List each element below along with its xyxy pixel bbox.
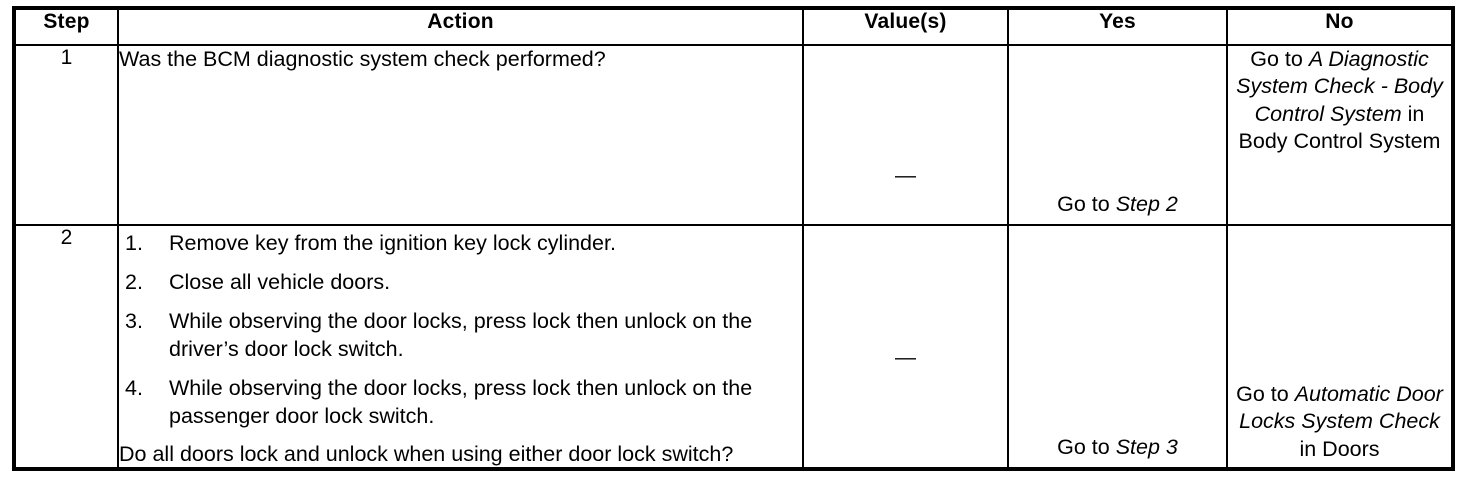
list-item-text: While observing the door locks, press lo…: [169, 308, 753, 361]
yes-branch-cell: Go to Step 2: [1007, 44, 1228, 226]
table-row: 2 1. Remove key from the ignition key lo…: [14, 224, 1453, 469]
no-branch-text: Go to Automatic Door Locks System Check …: [1232, 381, 1447, 463]
no-suffix: in Doors: [1299, 436, 1380, 461]
yes-prefix: Go to: [1057, 191, 1116, 216]
action-question: Was the BCM diagnostic system check perf…: [119, 47, 606, 71]
list-item-number: 1.: [125, 231, 143, 255]
no-target: Automatic Door Locks System Check: [1239, 382, 1443, 434]
list-item: 1. Remove key from the ignition key lock…: [119, 230, 802, 258]
yes-target: Step 2: [1115, 191, 1178, 216]
no-target: A Diagnostic System Check - Body Control…: [1236, 47, 1443, 126]
table-body: 1 Was the BCM diagnostic system check pe…: [14, 44, 1453, 469]
list-item-text: Remove key from the ignition key lock cy…: [169, 231, 616, 255]
diagnostic-procedure-table: Step Action Value(s) Yes No 1 Was the BC…: [12, 6, 1455, 471]
no-branch-cell: Go to Automatic Door Locks System Check …: [1226, 224, 1453, 469]
list-item: 4. While observing the door locks, press…: [119, 375, 802, 431]
action-step-list: 1. Remove key from the ignition key lock…: [119, 230, 802, 431]
yes-branch-cell: Go to Step 3: [1007, 224, 1228, 469]
list-item-number: 3.: [125, 308, 143, 333]
table-row: 1 Was the BCM diagnostic system check pe…: [14, 44, 1453, 226]
value-dash: —: [895, 346, 916, 369]
column-header-no: No: [1226, 8, 1453, 46]
list-item-number: 2.: [125, 269, 143, 294]
no-prefix: Go to: [1250, 47, 1309, 71]
value-cell: —: [802, 224, 1009, 469]
list-item-number: 4.: [125, 375, 143, 400]
no-branch-text: Go to A Diagnostic System Check - Body C…: [1228, 46, 1451, 155]
yes-prefix: Go to: [1057, 434, 1116, 459]
action-cell: 1. Remove key from the ignition key lock…: [117, 224, 804, 469]
yes-branch-text: Go to Step 2: [1009, 191, 1226, 218]
header-row: Step Action Value(s) Yes No: [14, 8, 1453, 46]
yes-target: Step 3: [1115, 434, 1178, 459]
yes-branch-text: Go to Step 3: [1009, 434, 1226, 461]
list-item: 3. While observing the door locks, press…: [119, 308, 802, 364]
column-header-action: Action: [117, 8, 804, 46]
no-prefix: Go to: [1236, 382, 1295, 407]
value-cell: —: [802, 44, 1009, 226]
step-number-cell: 1: [14, 44, 119, 226]
action-cell: Was the BCM diagnostic system check perf…: [117, 44, 804, 226]
column-header-step: Step: [14, 8, 119, 46]
no-branch-cell: Go to A Diagnostic System Check - Body C…: [1226, 44, 1453, 226]
action-question: Do all doors lock and unlock when using …: [119, 441, 734, 466]
step-number-cell: 2: [14, 224, 119, 469]
column-header-yes: Yes: [1007, 8, 1228, 46]
no-suffix: in Body Control System: [1238, 101, 1441, 153]
list-item-text: While observing the door locks, press lo…: [169, 375, 753, 428]
value-dash: —: [895, 164, 916, 187]
list-item: 2. Close all vehicle doors.: [119, 269, 802, 297]
list-item-text: Close all vehicle doors.: [169, 269, 391, 294]
table-header: Step Action Value(s) Yes No: [14, 8, 1453, 46]
column-header-values: Value(s): [802, 8, 1009, 46]
